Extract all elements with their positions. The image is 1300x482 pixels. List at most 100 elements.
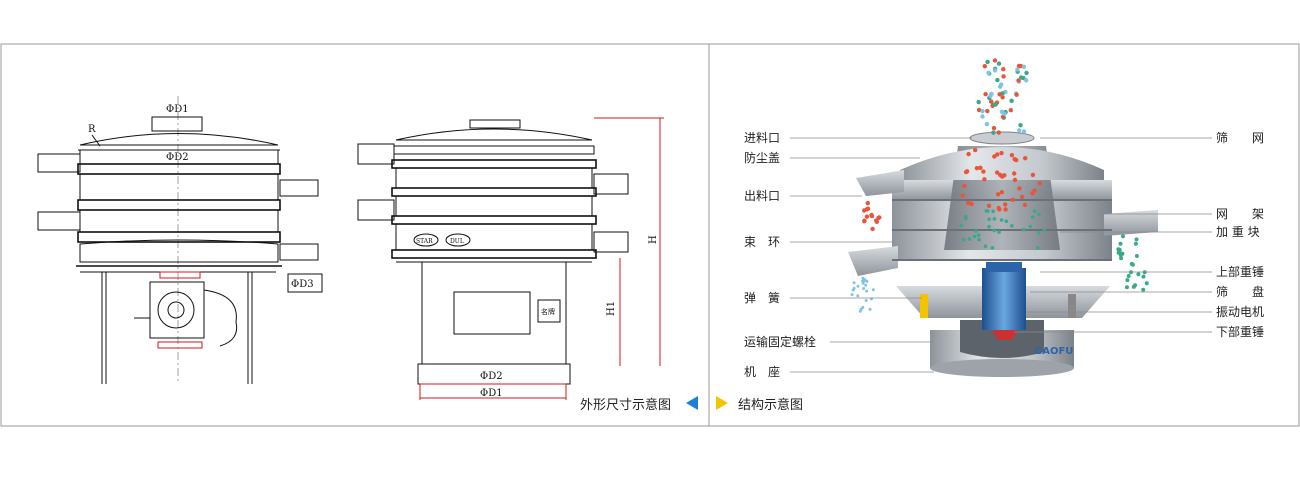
particle bbox=[1042, 228, 1047, 233]
particle bbox=[974, 229, 978, 233]
particle bbox=[1014, 92, 1019, 97]
structure-diagram bbox=[848, 131, 1158, 377]
particle bbox=[1134, 237, 1139, 242]
nameplate-label: 名牌 bbox=[541, 307, 555, 316]
particle bbox=[959, 223, 963, 228]
particle bbox=[1144, 281, 1149, 286]
particle bbox=[997, 230, 1001, 234]
particle bbox=[996, 61, 1002, 66]
particle bbox=[1134, 254, 1139, 258]
particle bbox=[1023, 78, 1029, 83]
particle bbox=[1030, 215, 1035, 219]
particle bbox=[997, 92, 1002, 97]
particle bbox=[980, 108, 985, 114]
label-inlet: 进料口 bbox=[744, 131, 780, 145]
particle bbox=[1021, 129, 1027, 134]
particle bbox=[1008, 108, 1013, 113]
particle bbox=[1000, 174, 1005, 179]
dim-h-label: H bbox=[648, 235, 659, 244]
label-transport-bolt: 运输固定螺栓 bbox=[744, 334, 816, 349]
particle bbox=[985, 59, 990, 65]
particle bbox=[990, 246, 995, 250]
particle bbox=[1037, 181, 1043, 186]
particle bbox=[960, 193, 965, 198]
particle bbox=[856, 284, 860, 288]
particle bbox=[974, 166, 980, 171]
particle bbox=[995, 192, 1001, 197]
particle bbox=[877, 215, 882, 220]
label-screen-tray: 筛 盘 bbox=[1216, 284, 1264, 299]
particle bbox=[976, 99, 981, 105]
dim-d1-label: ΦD1 bbox=[166, 104, 189, 115]
side-view-drawing bbox=[357, 117, 664, 400]
particle bbox=[972, 234, 977, 239]
particle bbox=[1125, 278, 1130, 283]
arrow-right-icon bbox=[716, 396, 728, 410]
particle bbox=[1126, 274, 1131, 278]
particle bbox=[1010, 197, 1015, 202]
badge-dul: DUL bbox=[450, 238, 464, 245]
particle bbox=[992, 58, 998, 63]
particle bbox=[1001, 74, 1006, 79]
particle bbox=[966, 151, 971, 157]
right-panel-border bbox=[708, 43, 1300, 427]
particle bbox=[1001, 67, 1006, 72]
particle bbox=[999, 218, 1004, 222]
particle bbox=[991, 125, 997, 131]
particle bbox=[969, 201, 974, 207]
dim-d2-label: ΦD2 bbox=[166, 152, 189, 163]
particle bbox=[1015, 67, 1020, 72]
particle bbox=[1118, 241, 1123, 246]
label-screen-mesh: 筛 网 bbox=[1216, 130, 1264, 145]
particle bbox=[868, 307, 872, 311]
particle bbox=[988, 93, 993, 99]
particle bbox=[1018, 123, 1023, 128]
badge-star: STAR bbox=[416, 238, 433, 245]
particle bbox=[978, 165, 983, 170]
particle bbox=[862, 279, 866, 283]
particle bbox=[973, 147, 978, 153]
particle bbox=[1119, 256, 1124, 261]
label-lower-weight: 下部重锤 bbox=[1216, 324, 1264, 339]
particle bbox=[1017, 186, 1022, 191]
particle bbox=[1121, 234, 1125, 239]
particle bbox=[995, 77, 1000, 83]
particle-stream bbox=[850, 58, 1149, 313]
particle bbox=[986, 209, 990, 213]
particle bbox=[850, 293, 854, 297]
particle bbox=[1125, 285, 1129, 290]
particle bbox=[1016, 78, 1021, 83]
particle bbox=[983, 92, 988, 97]
particle bbox=[1028, 224, 1032, 229]
particle bbox=[984, 121, 990, 127]
particle bbox=[1003, 202, 1008, 207]
label-spring: 弹 簧 bbox=[744, 290, 780, 305]
particle bbox=[985, 108, 990, 114]
particle bbox=[1141, 274, 1146, 279]
particle bbox=[1014, 157, 1019, 163]
particle bbox=[862, 208, 867, 213]
particle bbox=[864, 299, 868, 302]
particle bbox=[865, 206, 871, 211]
particle bbox=[961, 237, 966, 242]
particle bbox=[1117, 247, 1122, 252]
particle bbox=[870, 226, 875, 232]
particle bbox=[1012, 177, 1018, 183]
particle bbox=[1009, 153, 1015, 158]
particle bbox=[986, 203, 992, 208]
particle bbox=[1022, 227, 1026, 232]
left-caption: 外形尺寸示意图 bbox=[580, 397, 671, 413]
front-view-drawing bbox=[37, 96, 319, 384]
dim-d3-label: ΦD3 bbox=[291, 279, 314, 290]
particle bbox=[992, 217, 997, 221]
particle bbox=[991, 209, 995, 214]
particle bbox=[996, 130, 1001, 135]
particle bbox=[977, 237, 981, 242]
particle bbox=[1004, 219, 1009, 223]
particle bbox=[858, 309, 862, 313]
particle bbox=[1119, 251, 1124, 256]
particle bbox=[992, 68, 998, 73]
dim-bottom-d2-label: ΦD2 bbox=[480, 371, 503, 382]
particle bbox=[1009, 98, 1014, 104]
